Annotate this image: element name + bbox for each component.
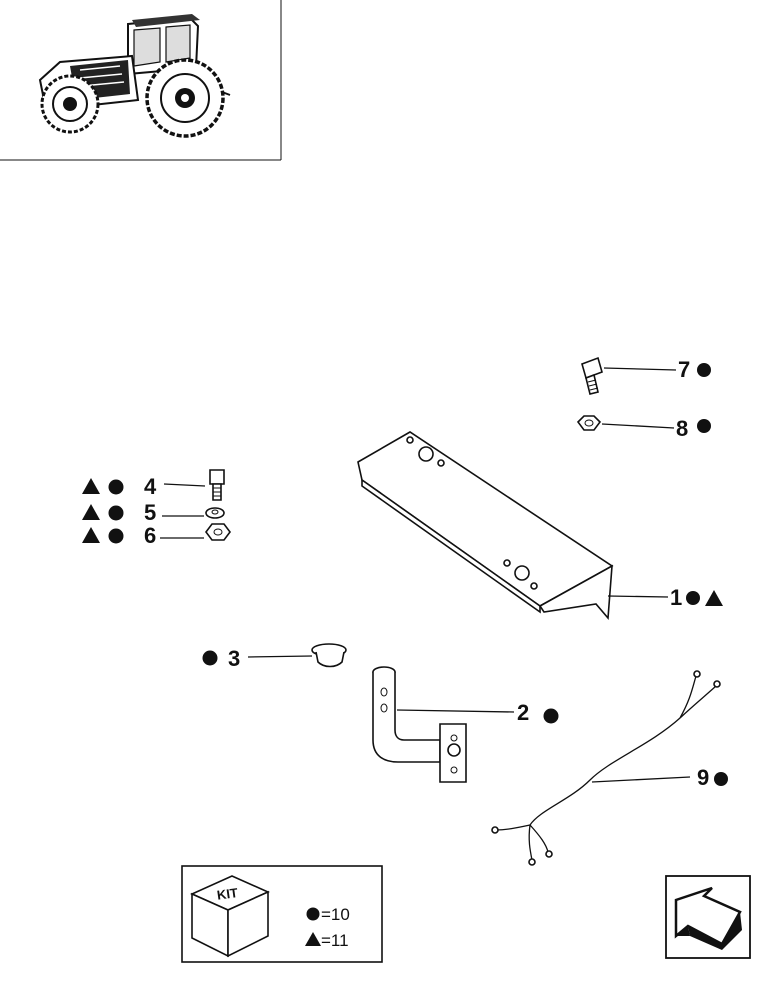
part-5-washer: [162, 507, 225, 519]
kit-10-marker: [202, 650, 218, 666]
kit-10-marker: [108, 528, 124, 544]
part-4-bolt: [163, 469, 225, 501]
legend-triangle-text: =11: [321, 931, 349, 950]
kit-10-marker: [108, 505, 124, 521]
kit-10-marker: [697, 363, 711, 377]
back-arrow-button[interactable]: [665, 875, 751, 959]
kit-11-marker: [82, 527, 100, 543]
callout-4: 4: [144, 474, 157, 499]
legend-circle-symbol: [306, 907, 320, 921]
kit-10-marker: [714, 772, 728, 786]
kit-10-marker: [108, 479, 124, 495]
tractor-thumbnail: [0, 0, 282, 161]
callout-8: 8: [676, 416, 688, 441]
legend-triangle-symbol: [305, 932, 321, 946]
part-9-wiring-harness: [491, 670, 721, 866]
callout-2: 2: [517, 700, 529, 725]
part-7-bolt: [581, 356, 677, 395]
callout-1: 1: [670, 585, 682, 610]
part-1-bracket-plate: [357, 431, 669, 620]
part-2-support-tube: [372, 666, 515, 783]
callout-9: 9: [697, 765, 709, 790]
kit-10-marker: [686, 591, 700, 605]
back-arrow-icon: [674, 886, 742, 950]
legend-circle-text: =10: [321, 905, 350, 924]
tractor-thumbnail-icon: [38, 14, 231, 138]
callout-6: 6: [144, 523, 156, 548]
callout-3: 3: [228, 646, 240, 671]
callout-5: 5: [144, 500, 156, 525]
part-3-plug: [247, 643, 347, 668]
kit-legend: KIT =10 =11: [181, 865, 383, 963]
kit-box-label: KIT: [216, 885, 239, 903]
kit-11-marker: [82, 504, 100, 520]
part-8-nut: [576, 415, 675, 431]
callout-7: 7: [678, 357, 690, 382]
kit-11-marker: [705, 590, 723, 606]
kit-10-marker: [697, 419, 711, 433]
kit-box-icon: KIT: [190, 875, 270, 958]
kit-11-marker: [82, 478, 100, 494]
kit-10-marker: [543, 708, 559, 724]
part-6-nut: [160, 523, 231, 541]
